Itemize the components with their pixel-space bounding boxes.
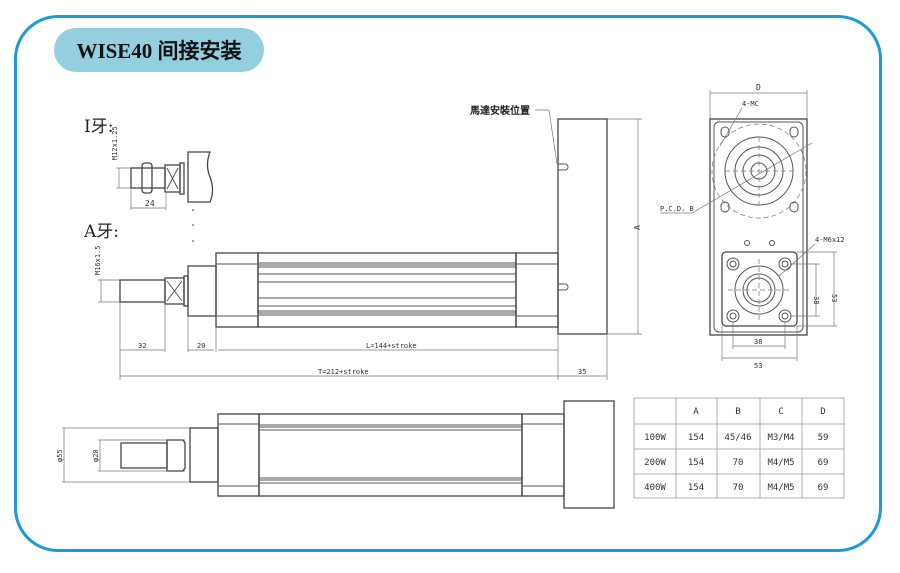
table-cell: 70 (733, 458, 744, 468)
i-thread-size: M12x1.25 (111, 126, 119, 160)
dim-a: A (633, 225, 642, 230)
dim-rod: 32 (138, 342, 146, 350)
table-cell: 154 (688, 483, 704, 493)
table-header: A (693, 407, 699, 417)
page-title: WISE40 间接安装 (54, 28, 264, 72)
table-cell: 154 (688, 433, 704, 443)
table-header: C (778, 407, 783, 417)
table-cell: 59 (818, 433, 829, 443)
dim-nose: 20 (197, 342, 205, 350)
dim-l: L=144+stroke (366, 342, 417, 350)
table-cell: 69 (818, 458, 829, 468)
dim-inner-diameter: φ20 (92, 449, 100, 462)
dim-53-vertical: 53 (830, 294, 838, 302)
table-cell: 70 (733, 483, 744, 493)
dim-53-horizontal: 53 (754, 362, 762, 370)
dim-38-horizontal: 38 (754, 338, 762, 346)
spec-table: A B C D 100W 154 45/46 M3/M4 59 200W 154… (633, 397, 845, 499)
dim-d: D (756, 83, 761, 92)
table-header: D (820, 407, 825, 417)
table-header: B (735, 407, 740, 417)
page-border (14, 15, 882, 552)
table-cell: 154 (688, 458, 704, 468)
a-thread-label: A牙: (83, 222, 119, 242)
table-cell: 69 (818, 483, 829, 493)
bottom-view: φ55 φ20 (56, 400, 615, 509)
table-cell: 200W (644, 458, 666, 468)
motor-position-label: 馬達安裝位置 (470, 104, 530, 117)
pcd-label: P.C.D. B (660, 205, 694, 213)
table-cell: 45/46 (724, 433, 751, 443)
table-cell: 100W (644, 433, 666, 443)
side-view: A牙: M16x1.5 馬達安裝位置 A (83, 104, 642, 380)
table-cell: M4/M5 (767, 458, 794, 468)
i-thread-length: 24 (145, 199, 155, 208)
table-cell: M4/M5 (767, 483, 794, 493)
table-cell: 400W (644, 483, 666, 493)
dim-outer-diameter: φ55 (56, 449, 64, 462)
dim-motor: 35 (578, 368, 586, 376)
front-view: D 4-MC P.C.D. B 4-M6x12 (660, 83, 845, 370)
a-thread-size: M16x1.5 (94, 245, 102, 275)
i-thread-label: I牙: (84, 117, 113, 137)
table-cell: M3/M4 (767, 433, 794, 443)
dim-38-vertical: 38 (812, 296, 820, 304)
holes-mc-label: 4-MC (742, 100, 759, 108)
i-thread-detail: I牙: M12x1.25 24 (84, 117, 214, 242)
dim-t: T=212+stroke (318, 368, 369, 376)
holes-m6-label: 4-M6x12 (815, 236, 845, 244)
